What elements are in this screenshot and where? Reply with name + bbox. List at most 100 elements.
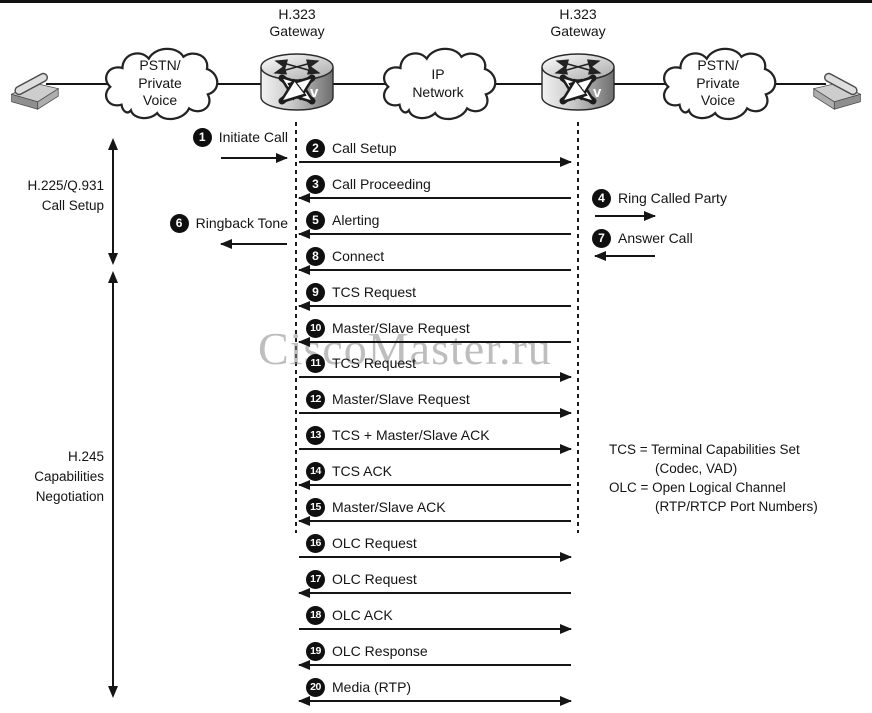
message-row-7: 7 Answer Call — [592, 228, 693, 248]
step-number-badge: 5 — [306, 210, 325, 230]
message-arrow-5 — [298, 229, 571, 239]
step-number-badge: 19 — [306, 641, 325, 661]
message-arrow-7 — [594, 251, 655, 261]
voice-gateway-icon — [255, 48, 339, 120]
message-label: OLC Request — [332, 535, 417, 551]
legend-line: (RTP/RTCP Port Numbers) — [655, 499, 818, 514]
message-label: Media (RTP) — [332, 679, 412, 695]
message-arrow-20 — [298, 696, 572, 706]
message-label: Call Proceeding — [332, 176, 431, 192]
message-arrow-6 — [220, 239, 287, 249]
h225-phase-span-arrow — [108, 138, 118, 265]
message-row-3: 3 Call Proceeding — [306, 174, 431, 194]
step-number-badge: 15 — [306, 497, 325, 517]
message-row-10: 10 Master/Slave Request — [306, 318, 470, 338]
message-row-2: 2 Call Setup — [306, 138, 397, 158]
message-label: Ringback Tone — [195, 215, 288, 231]
message-label: Call Setup — [332, 140, 397, 156]
message-label: OLC Response — [332, 643, 428, 659]
telephone-icon — [6, 56, 62, 112]
legend-line: OLC = Open Logical Channel — [609, 480, 786, 495]
message-row-14: 14 TCS ACK — [306, 461, 392, 481]
message-arrow-14 — [298, 480, 571, 490]
message-row-6: 6 Ringback Tone — [169, 213, 288, 233]
legend-line: TCS = Terminal Capabilities Set — [609, 442, 800, 457]
step-number-badge: 17 — [306, 569, 325, 589]
message-label: OLC ACK — [332, 607, 393, 623]
h245-phase-label: H.245 Capabilities Negotiation — [34, 449, 104, 504]
message-arrow-3 — [298, 193, 571, 203]
message-arrow-2 — [299, 157, 572, 167]
message-label: Master/Slave Request — [332, 391, 470, 407]
left-gateway-lifeline — [295, 122, 297, 533]
step-number-badge: 13 — [306, 425, 325, 445]
message-arrow-8 — [298, 265, 571, 275]
message-row-15: 15 Master/Slave ACK — [306, 497, 446, 517]
message-arrow-10 — [298, 337, 571, 347]
message-arrow-11 — [299, 372, 572, 382]
message-arrow-15 — [298, 516, 571, 526]
message-row-8: 8 Connect — [306, 246, 384, 266]
step-number-badge: 16 — [306, 533, 325, 553]
message-arrow-16 — [299, 552, 572, 562]
message-arrow-12 — [299, 408, 572, 418]
message-row-20: 20 Media (RTP) — [306, 677, 411, 697]
right-gateway-lifeline — [577, 122, 579, 533]
message-row-4: 4 Ring Called Party — [592, 188, 727, 208]
telephone-icon — [810, 56, 866, 112]
message-label: Initiate Call — [218, 129, 288, 145]
message-label: Connect — [332, 248, 385, 264]
legend-line: (Codec, VAD) — [655, 461, 738, 476]
message-row-16: 16 OLC Request — [306, 533, 417, 553]
message-label: TCS + Master/Slave ACK — [332, 427, 490, 443]
message-row-18: 18 OLC ACK — [306, 605, 393, 625]
step-number-badge: 7 — [592, 228, 611, 248]
h225-phase-label: H.225/Q.931 Call Setup — [27, 178, 104, 213]
right-gateway-label: H.323 Gateway — [550, 6, 606, 39]
message-row-17: 17 OLC Request — [306, 569, 417, 589]
step-number-badge: 3 — [306, 174, 325, 194]
message-label: OLC Request — [332, 571, 417, 587]
step-number-badge: 18 — [306, 605, 325, 625]
step-number-badge: 8 — [306, 246, 325, 266]
step-number-badge: 2 — [306, 138, 325, 158]
voice-badge: v — [593, 84, 602, 101]
voice-badge: v — [310, 84, 319, 101]
message-row-19: 19 OLC Response — [306, 641, 428, 661]
ip-cloud-label: IP Network — [412, 66, 464, 100]
message-label: Ring Called Party — [618, 190, 727, 206]
message-label: Alerting — [332, 212, 380, 228]
message-label: TCS ACK — [332, 463, 392, 479]
step-number-badge: 20 — [306, 677, 325, 697]
step-number-badge: 1 — [192, 127, 212, 147]
message-arrow-4 — [595, 211, 656, 221]
message-arrow-19 — [298, 660, 571, 670]
step-number-badge: 9 — [306, 282, 325, 302]
top-border-line — [0, 0, 872, 3]
message-row-13: 13 TCS + Master/Slave ACK — [306, 425, 490, 445]
message-arrow-18 — [299, 624, 572, 634]
message-label: Master/Slave Request — [332, 320, 470, 336]
message-row-11: 11 TCS Request — [306, 353, 416, 373]
message-row-12: 12 Master/Slave Request — [306, 389, 470, 409]
message-arrow-9 — [298, 301, 571, 311]
message-label: Master/Slave ACK — [332, 499, 446, 515]
right-cloud-label: PSTN/ Private Voice — [696, 57, 740, 108]
left-cloud-label: PSTN/ Private Voice — [138, 57, 182, 108]
step-number-badge: 4 — [592, 188, 611, 208]
step-number-badge: 12 — [306, 389, 325, 409]
message-row-5: 5 Alerting — [306, 210, 379, 230]
message-arrow-13 — [299, 444, 572, 454]
message-label: TCS Request — [332, 355, 417, 371]
step-number-badge: 10 — [306, 318, 325, 338]
legend: TCS = Terminal Capabilities Set (Codec, … — [609, 440, 818, 516]
message-arrow-1 — [221, 153, 288, 163]
h245-phase-span-arrow — [108, 271, 118, 698]
voice-gateway-icon — [536, 48, 620, 120]
message-arrow-17 — [298, 588, 571, 598]
message-label: TCS Request — [332, 284, 417, 300]
step-number-badge: 11 — [306, 353, 325, 373]
step-number-badge: 14 — [306, 461, 325, 481]
message-row-9: 9 TCS Request — [306, 282, 416, 302]
